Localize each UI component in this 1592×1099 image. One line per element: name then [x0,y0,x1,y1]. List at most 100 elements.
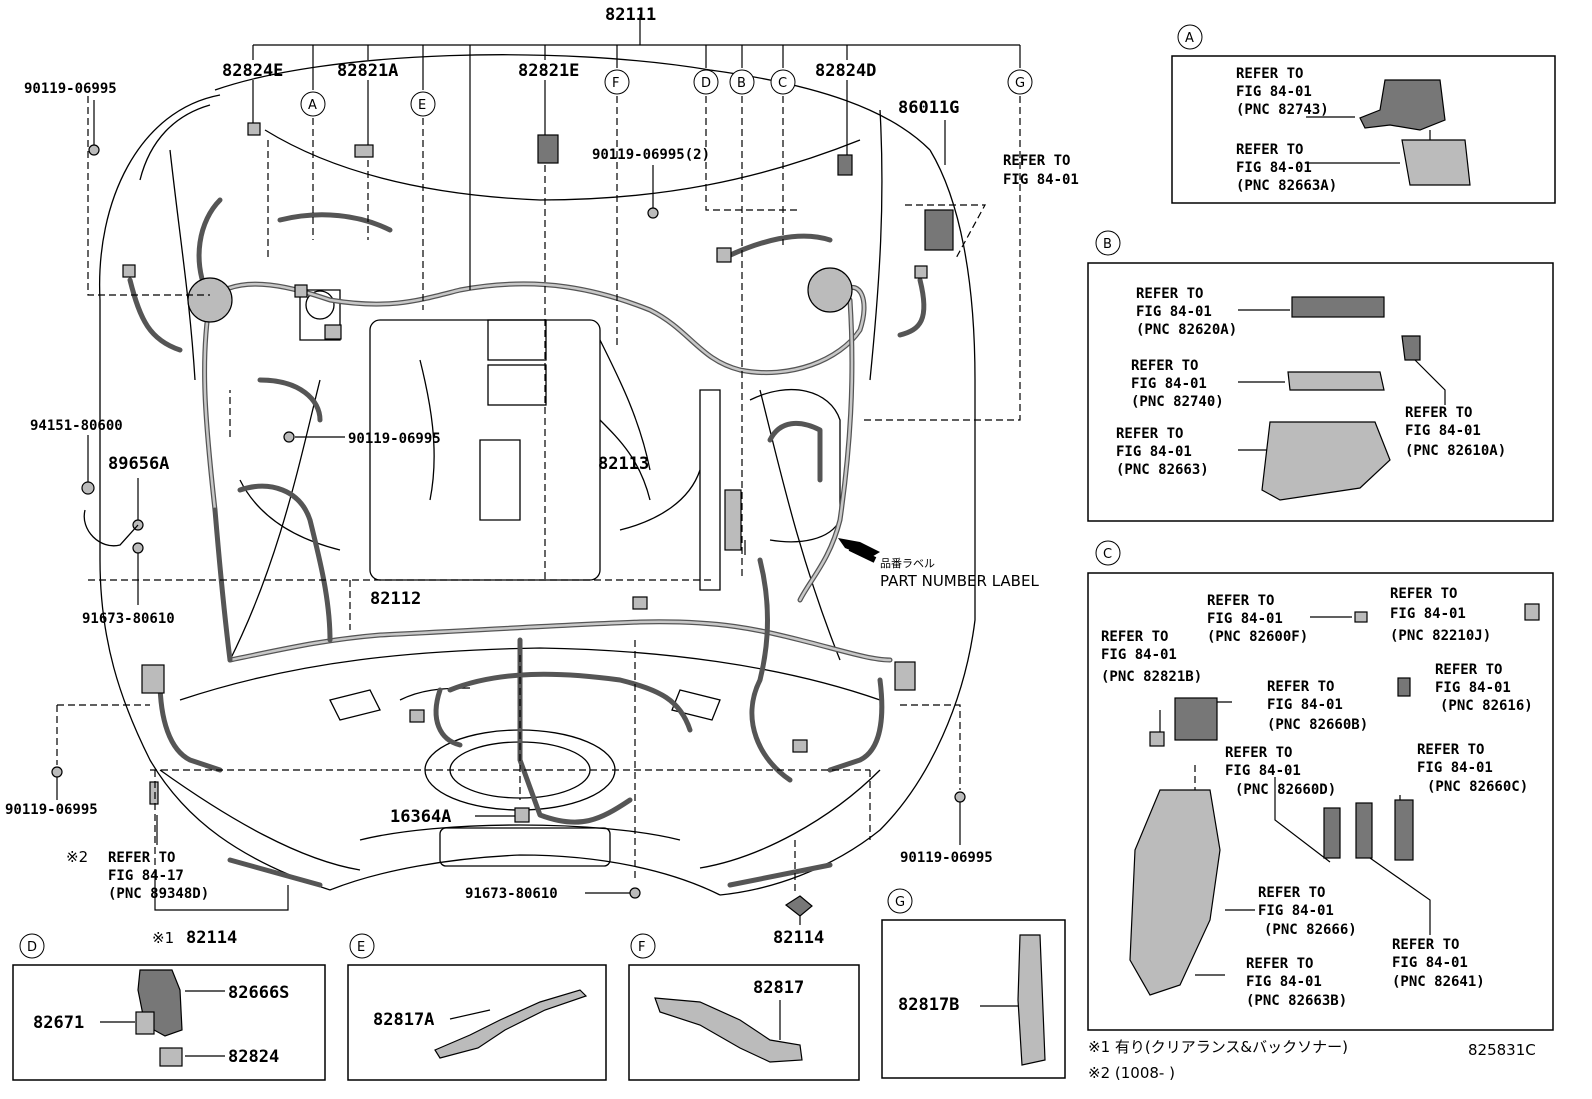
part-reference-text: REFER TO [1390,586,1457,602]
main-labels: 82111 82824E 82821A 82821E 82824D 86011G… [5,5,1079,948]
detail-box-B: REFER TO FIG 84-01 (PNC 82620A) REFER TO… [1087,262,1554,522]
part-reference-text: FIG 84-01 [1405,423,1481,439]
part-reference-text: REFER TO [1267,679,1334,695]
part-reference-text: REFER TO [1136,286,1203,302]
part-reference-text: D [701,76,711,91]
part-reference-text: FIG 84-01 [1435,680,1511,696]
part-reference-text: REFER TO [1405,405,1472,421]
label-90119-bl: 90119-06995 [5,802,98,818]
part-reference-text: REFER TO [1392,937,1459,953]
part-reference-text: 82817A [373,1010,434,1030]
callout-C: C [770,69,796,95]
part-reference-text: (PNC 82740) [1131,394,1224,410]
part-reference-text: E [418,98,426,113]
part-reference-text: REFER TO [1207,593,1274,609]
part-reference-text: (PNC 82663A) [1236,178,1337,194]
part-reference-text: FIG 84-01 [1417,760,1493,776]
part-reference-text: G [895,895,905,910]
note-mark-2: ※2 [66,848,88,866]
part-reference-text: C [778,76,787,91]
part-reference-text: (PNC 82663) [1116,462,1209,478]
part-reference-text: (PNC 82660D) [1235,782,1336,798]
part-reference-text: A [308,98,317,113]
label-16364A: 16364A [390,807,451,827]
part-reference-text: FIG 84-01 [1131,376,1207,392]
callout-box-A: A [1177,24,1203,50]
part-reference-text: F [612,76,619,91]
part-reference-text: (PNC 82663B) [1246,993,1347,1009]
part-reference-text: (PNC 82610A) [1405,443,1506,459]
part-reference-text: B [1103,237,1112,252]
callout-F: F [604,69,630,95]
label-90119-2: 90119-06995(2) [592,147,710,163]
footnote-2: ※2 (1008- ) [1088,1064,1175,1082]
part-reference-text: REFER TO [1236,66,1303,82]
wire-harness [127,197,927,888]
part-reference-text: FIG 84-01 [1392,955,1468,971]
footnotes: ※1 有り(クリアランス&バックソナー) ※2 (1008- ) 825831C [1088,1038,1536,1082]
label-82111: 82111 [605,5,656,25]
part-number-label-arrow [838,538,880,563]
label-86011G: 86011G [898,98,959,118]
part-reference-text: FIG 84-01 [1390,606,1466,622]
refer-bl-2: FIG 84-17 [108,868,184,884]
part-reference-text: FIG 84-01 [1101,647,1177,663]
label-82821A: 82821A [337,61,398,81]
part-reference-text: A [1185,31,1194,46]
callout-G: G [1007,69,1033,95]
detail-box-F: 82817 [628,964,860,1081]
part-reference-text: (PNC 82641) [1392,974,1485,990]
label-90119-mid: 90119-06995 [348,431,441,447]
part-reference-text: 82817 [753,978,804,998]
part-reference-text: REFER TO [1435,662,1502,678]
part-reference-text: REFER TO [1131,358,1198,374]
part-reference-text: (PNC 82660B) [1267,717,1368,733]
refer-bl-3: (PNC 89348D) [108,886,209,902]
main-callouts: A E F D B C G A B C D E F G [19,24,1203,959]
refer-tr-1: REFER TO [1003,153,1070,169]
part-reference-text: (PNC 82660C) [1427,779,1528,795]
label-94151: 94151-80600 [30,418,123,434]
part-reference-text: FIG 84-01 [1207,611,1283,627]
part-reference-text: FIG 84-01 [1116,444,1192,460]
callout-D: D [693,69,719,95]
detail-box-D: 82666S 82671 82824 [12,964,326,1081]
part-reference-text: FIG 84-01 [1246,974,1322,990]
part-reference-text: REFER TO [1236,142,1303,158]
vehicle-outline [98,54,976,896]
part-reference-text: REFER TO [1101,629,1168,645]
drawing-code: 825831C [1468,1041,1536,1059]
callout-box-C: C [1095,540,1121,566]
callout-A: A [300,91,326,117]
detail-box-C: REFER TO FIG 84-01 (PNC 82600F) REFER TO… [1087,572,1554,1031]
refer-tr-2: FIG 84-01 [1003,172,1079,188]
part-reference-text: G [1015,76,1025,91]
label-82824D: 82824D [815,61,876,81]
callout-box-F: F [630,933,656,959]
part-reference-text: REFER TO [1258,885,1325,901]
label-82114-l: 82114 [186,928,237,948]
connector-parts [51,122,966,917]
part-reference-text: REFER TO [1246,956,1313,972]
part-label-jp: 品番ラベル [880,557,935,570]
part-reference-text: (PNC 82616) [1440,698,1533,714]
part-reference-text: FIG 84-01 [1267,697,1343,713]
label-82821E: 82821E [518,61,579,81]
detail-box-E: 82817A [347,964,607,1081]
callout-box-B: B [1095,230,1121,256]
part-reference-text: (PNC 82210J) [1390,628,1491,644]
part-reference-text: E [357,940,365,955]
part-reference-text: (PNC 82743) [1236,102,1329,118]
part-reference-text: F [638,940,645,955]
label-90119-tl: 90119-06995 [24,81,117,97]
part-reference-text: FIG 84-01 [1236,160,1312,176]
part-reference-text: FIG 84-01 [1258,903,1334,919]
part-reference-text: FIG 84-01 [1236,84,1312,100]
part-reference-text: B [737,76,746,91]
part-reference-text: (PNC 82821B) [1101,669,1202,685]
part-reference-text: 82666S [228,983,289,1003]
label-91673-b: 91673-80610 [465,886,558,902]
label-91673-l: 91673-80610 [82,611,175,627]
part-reference-text: (PNC 82620A) [1136,322,1237,338]
